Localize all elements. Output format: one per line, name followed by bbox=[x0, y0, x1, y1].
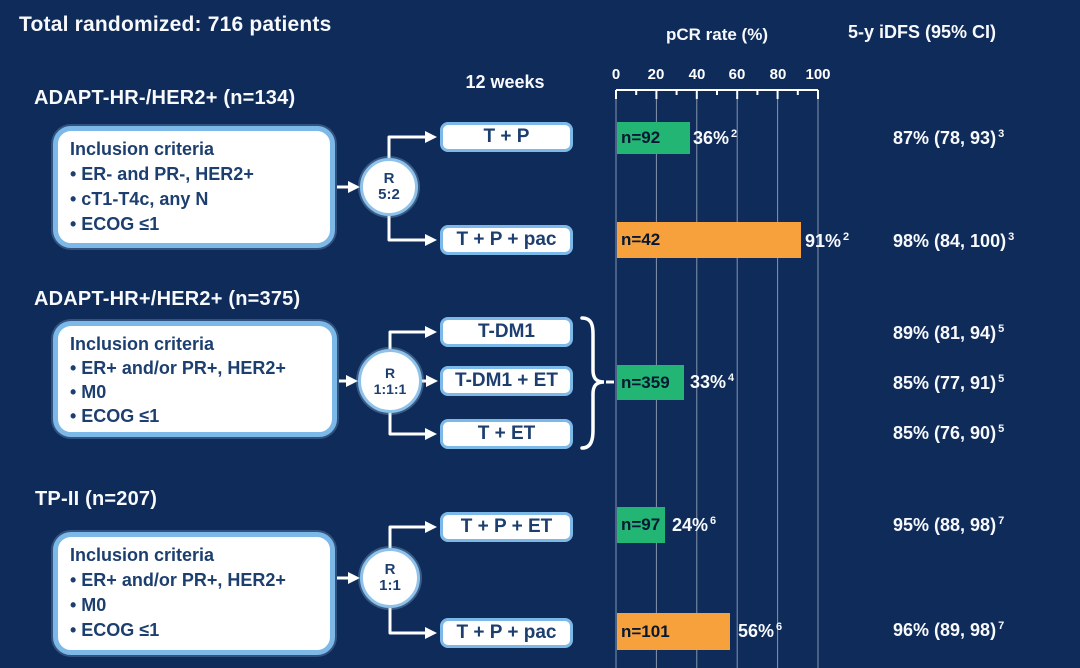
idfs-value: 89% (81, 94)5 bbox=[893, 323, 1005, 343]
arrow-line-g2-r-to-arm3 bbox=[388, 413, 425, 436]
randomization-circle-g3: R 1:1 bbox=[360, 548, 420, 608]
axis-tick-label: 20 bbox=[647, 66, 665, 83]
footnote-marker: 2 bbox=[731, 128, 738, 140]
arrowhead-icon bbox=[425, 428, 437, 440]
pcr-value-label: 56%6 bbox=[738, 621, 783, 641]
pooled-arms-brace bbox=[580, 316, 605, 450]
arrowhead-icon bbox=[348, 572, 360, 584]
footnote-marker: 5 bbox=[998, 323, 1005, 335]
randomization-r: R bbox=[384, 365, 396, 381]
randomization-r: R bbox=[383, 170, 395, 187]
arm-box-t-p-pac-2: T + P + pac bbox=[440, 618, 573, 648]
group-title-tp2: TP-II (n=207) bbox=[35, 488, 158, 510]
axis-tick-label: 60 bbox=[728, 66, 746, 83]
arrowhead-icon bbox=[426, 375, 438, 387]
inclusion-item: • cT1-T4c, any N bbox=[70, 189, 209, 209]
column-header-timepoint: 12 weeks bbox=[465, 72, 545, 92]
randomization-ratio: 1:1 bbox=[379, 577, 401, 594]
inclusion-heading: Inclusion criteria bbox=[70, 139, 215, 159]
inclusion-item: • ER- and PR-, HER2+ bbox=[70, 164, 254, 184]
randomization-ratio: 1:1:1 bbox=[373, 381, 407, 397]
pcr-bar-pooled-hr-pos: n=359 bbox=[617, 365, 684, 400]
randomization-circle-g1: R 5:2 bbox=[360, 158, 418, 216]
pcr-value-label: 36%2 bbox=[693, 128, 738, 148]
inclusion-criteria-box-g3: Inclusion criteria • ER+ and/or PR+, HER… bbox=[53, 532, 335, 655]
inclusion-item: • ECOG ≤1 bbox=[70, 620, 160, 640]
arrowhead-icon bbox=[425, 234, 437, 246]
footnote-marker: 5 bbox=[998, 373, 1005, 385]
idfs-value: 87% (78, 93)3 bbox=[893, 128, 1005, 148]
footnote-marker: 6 bbox=[710, 515, 717, 527]
idfs-value: 85% (76, 90)5 bbox=[893, 423, 1005, 443]
inclusion-criteria-box-g2: Inclusion criteria • ER+ and/or PR+, HER… bbox=[53, 321, 337, 437]
arm-box-tdm1: T-DM1 bbox=[440, 317, 573, 347]
axis-tick-label: 80 bbox=[769, 66, 787, 83]
bar-n-label: n=92 bbox=[621, 128, 661, 147]
axis-tick-label: 100 bbox=[805, 66, 831, 83]
arrow-line-g3-r-to-arm2 bbox=[388, 608, 425, 635]
pcr-value-label: 33%4 bbox=[690, 372, 735, 392]
randomization-circle-g2: R 1:1:1 bbox=[358, 349, 422, 413]
axis-tick-label: 0 bbox=[611, 66, 621, 83]
inclusion-item: • M0 bbox=[70, 382, 107, 402]
column-header-pcr-rate: pCR rate (%) bbox=[665, 25, 768, 44]
idfs-value: 98% (84, 100)3 bbox=[893, 231, 1015, 251]
arm-box-tdm1-et: T-DM1 + ET bbox=[440, 366, 573, 396]
randomization-r: R bbox=[384, 561, 396, 578]
bar-n-label: n=42 bbox=[621, 230, 661, 249]
pcr-value-label: 91%2 bbox=[805, 231, 850, 251]
axis-tick-label: 40 bbox=[688, 66, 706, 83]
randomization-ratio: 5:2 bbox=[378, 186, 400, 203]
bar-n-label: n=359 bbox=[621, 372, 670, 392]
column-header-idfs: 5-y iDFS (95% CI) bbox=[848, 22, 997, 42]
arm-box-t-et: T + ET bbox=[440, 419, 573, 449]
idfs-value: 96% (89, 98)7 bbox=[893, 620, 1005, 640]
footnote-marker: 7 bbox=[998, 620, 1005, 632]
arrow-line-g1-r-to-arm1 bbox=[387, 135, 425, 158]
inclusion-item: • ECOG ≤1 bbox=[70, 406, 160, 426]
arrow-line-g2-r-to-arm1 bbox=[388, 330, 425, 349]
arm-box-t-p-pac: T + P + pac bbox=[440, 225, 573, 255]
arrow-line-g3-r-to-arm1 bbox=[388, 525, 425, 548]
inclusion-item: • ECOG ≤1 bbox=[70, 214, 160, 234]
arrow-line-g1-r-to-arm2 bbox=[387, 216, 425, 242]
footnote-marker: 2 bbox=[843, 231, 850, 243]
arrowhead-icon bbox=[425, 326, 437, 338]
footnote-marker: 6 bbox=[776, 621, 783, 633]
figure-title: Total randomized: 716 patients bbox=[19, 13, 332, 36]
arrowhead-icon bbox=[425, 131, 437, 143]
inclusion-item: • ER+ and/or PR+, HER2+ bbox=[70, 358, 286, 378]
footnote-marker: 5 bbox=[998, 423, 1005, 435]
idfs-value: 85% (77, 91)5 bbox=[893, 373, 1005, 393]
arm-box-t-p-et: T + P + ET bbox=[440, 512, 573, 542]
group-title-adapt-hr-neg: ADAPT-HR-/HER2+ (n=134) bbox=[34, 87, 296, 109]
inclusion-item: • M0 bbox=[70, 595, 107, 615]
pcr-bar-t-p-et: n=97 bbox=[617, 507, 666, 543]
group-title-adapt-hr-pos: ADAPT-HR+/HER2+ (n=375) bbox=[34, 288, 301, 310]
bar-n-label: n=97 bbox=[621, 515, 661, 534]
arm-box-t-p: T + P bbox=[440, 122, 573, 152]
footnote-marker: 3 bbox=[1008, 231, 1015, 243]
pcr-bar-t-p-pac-2: n=101 bbox=[617, 613, 731, 650]
arrowhead-icon bbox=[425, 627, 437, 639]
arrowhead-icon bbox=[348, 181, 360, 193]
idfs-value: 95% (88, 98)7 bbox=[893, 515, 1005, 535]
pcr-value-label: 24%6 bbox=[672, 515, 717, 535]
pcr-bar-t-p: n=92 bbox=[617, 122, 690, 154]
footnote-marker: 3 bbox=[998, 128, 1005, 140]
inclusion-criteria-box-g1: Inclusion criteria • ER- and PR-, HER2+ … bbox=[53, 126, 335, 248]
inclusion-heading: Inclusion criteria bbox=[70, 545, 215, 565]
footnote-marker: 7 bbox=[998, 515, 1005, 527]
inclusion-heading: Inclusion criteria bbox=[70, 334, 215, 354]
arrowhead-icon bbox=[425, 521, 437, 533]
footnote-marker: 4 bbox=[728, 372, 735, 384]
pcr-bar-t-p-pac: n=42 bbox=[617, 222, 801, 258]
inclusion-item: • ER+ and/or PR+, HER2+ bbox=[70, 570, 286, 590]
arrowhead-icon bbox=[346, 375, 358, 387]
bar-n-label: n=101 bbox=[621, 621, 670, 641]
